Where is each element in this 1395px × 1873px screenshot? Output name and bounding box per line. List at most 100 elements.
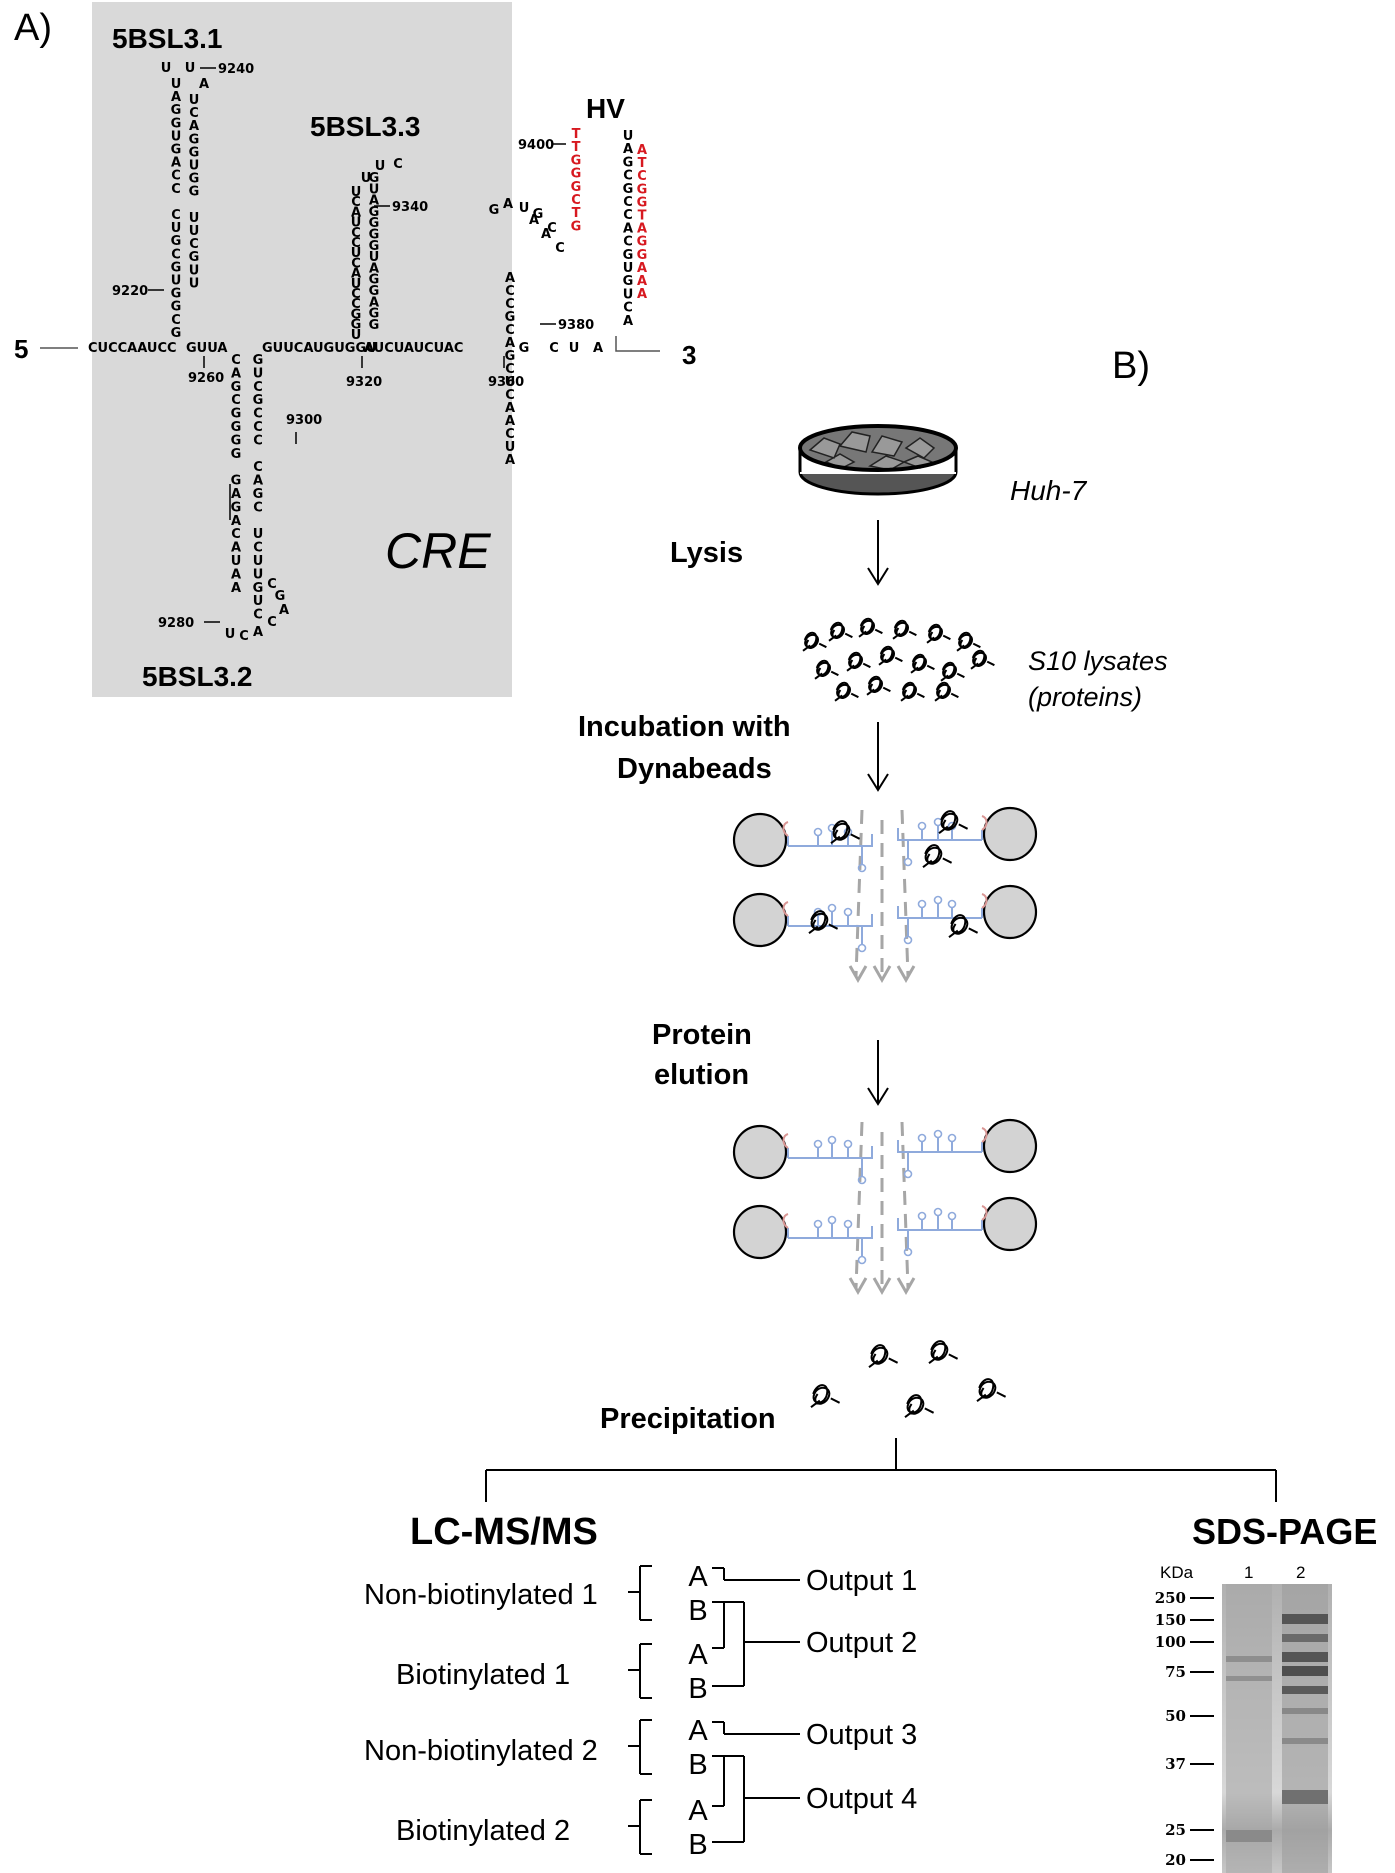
nt: G	[171, 287, 182, 302]
position-markers: 9240 9220 9260 9280 9300 9320 9340 9360 …	[112, 62, 594, 631]
nt: U	[189, 263, 200, 278]
nt: C	[547, 221, 557, 236]
nt: A	[369, 295, 379, 310]
gel-marker-20: 20	[1165, 1851, 1186, 1869]
nt: U	[375, 159, 386, 174]
lane-1-label: 1	[1244, 1563, 1253, 1582]
nt: U	[171, 274, 182, 289]
nt: G	[369, 239, 380, 254]
nt: U	[189, 224, 200, 239]
nt: T	[572, 140, 581, 155]
sample-nonbiotin-2: Non-biotinylated 2	[364, 1735, 598, 1767]
precipitation-label: Precipitation	[600, 1403, 776, 1435]
nt: G	[171, 103, 182, 118]
nt: C	[253, 420, 263, 435]
cre-shaded-region	[92, 2, 512, 697]
nt: U	[231, 554, 242, 569]
nt: T	[638, 209, 647, 224]
nt: G	[231, 447, 242, 462]
nt: U	[161, 61, 172, 76]
nt: A	[529, 213, 539, 228]
precipitated-proteins-icon	[810, 1340, 1007, 1418]
kda-unit: KDa	[1160, 1563, 1194, 1582]
nt: A	[623, 221, 633, 236]
nt: C	[505, 323, 515, 338]
nt: C	[351, 226, 361, 241]
nt: C	[171, 169, 181, 184]
nt: G	[505, 349, 516, 364]
nt: U	[171, 129, 182, 144]
nt: C	[171, 247, 181, 262]
arrow-lysis	[867, 520, 889, 586]
nt: U	[623, 129, 634, 144]
nt: G	[623, 182, 634, 197]
base-seq-mid3: AUCUAUCUAC	[364, 341, 463, 356]
nt: A	[199, 77, 209, 92]
base-seq-mid2: GUUCAUGUGGU	[262, 341, 377, 356]
nt: G	[231, 380, 242, 395]
nt: G	[369, 273, 380, 288]
nt: U	[253, 567, 264, 582]
nt: A	[369, 194, 379, 209]
output-4: Output 4	[806, 1783, 917, 1815]
nt: C	[171, 208, 181, 223]
nt: C	[623, 235, 633, 250]
panel-b-label: B)	[1112, 345, 1150, 387]
pos-9280: 9280	[158, 616, 194, 631]
nt: C	[351, 236, 361, 251]
nt: C	[231, 393, 241, 408]
nt: C	[351, 287, 361, 302]
nt: G	[351, 318, 362, 333]
gel-marker-50: 50	[1165, 1707, 1186, 1725]
nt: A	[231, 514, 241, 529]
nt: A	[637, 261, 647, 276]
nt: U	[351, 185, 362, 200]
nt: A	[171, 90, 181, 105]
nt: A	[503, 197, 513, 212]
five-prime-label: 5	[14, 334, 28, 364]
nt: T	[572, 127, 581, 142]
pos-9360: 9360	[488, 375, 524, 390]
sample-biotin-1: Biotinylated 1	[396, 1659, 570, 1691]
nt: C	[171, 182, 181, 197]
base-seq-mid1: GUUA	[186, 341, 227, 356]
nt: A	[637, 274, 647, 289]
replicate-b: B	[688, 1595, 707, 1627]
nt: G	[253, 581, 264, 596]
sl2-label: 5BSL3.2	[142, 661, 253, 692]
elution-label-line2: elution	[654, 1059, 749, 1091]
nt: G	[533, 207, 544, 222]
nt: A	[369, 261, 379, 276]
nt: G	[637, 235, 648, 250]
nt: G	[171, 300, 182, 315]
nt: A	[231, 487, 241, 502]
pos-9260: 9260	[188, 371, 224, 386]
cre-label: CRE	[385, 523, 491, 579]
nt: C	[253, 541, 263, 556]
nt: G	[369, 307, 380, 322]
nt: G	[369, 216, 380, 231]
nt: U	[505, 375, 516, 390]
nt: C	[549, 341, 559, 356]
panel-a-label: A)	[14, 7, 52, 49]
nt: A	[505, 453, 515, 468]
nt: G	[571, 180, 582, 195]
nt: C	[505, 427, 515, 442]
sample-nonbiotin-1: Non-biotinylated 1	[364, 1579, 598, 1611]
nt: G	[369, 284, 380, 299]
gel-image	[1222, 1584, 1332, 1873]
hv-label: HV	[586, 93, 625, 124]
nt: C	[189, 106, 199, 121]
nt: A	[637, 222, 647, 237]
nt: G	[351, 307, 362, 322]
gel-marker-250: 250	[1155, 1589, 1186, 1607]
arrow-elution	[867, 1040, 889, 1106]
nt: C	[623, 195, 633, 210]
branch-connector	[485, 1438, 1277, 1502]
nt: U	[189, 93, 200, 108]
nt: U	[351, 328, 362, 343]
lane-2-label: 2	[1296, 1563, 1305, 1582]
sample-biotin-2: Biotinylated 2	[396, 1815, 570, 1847]
